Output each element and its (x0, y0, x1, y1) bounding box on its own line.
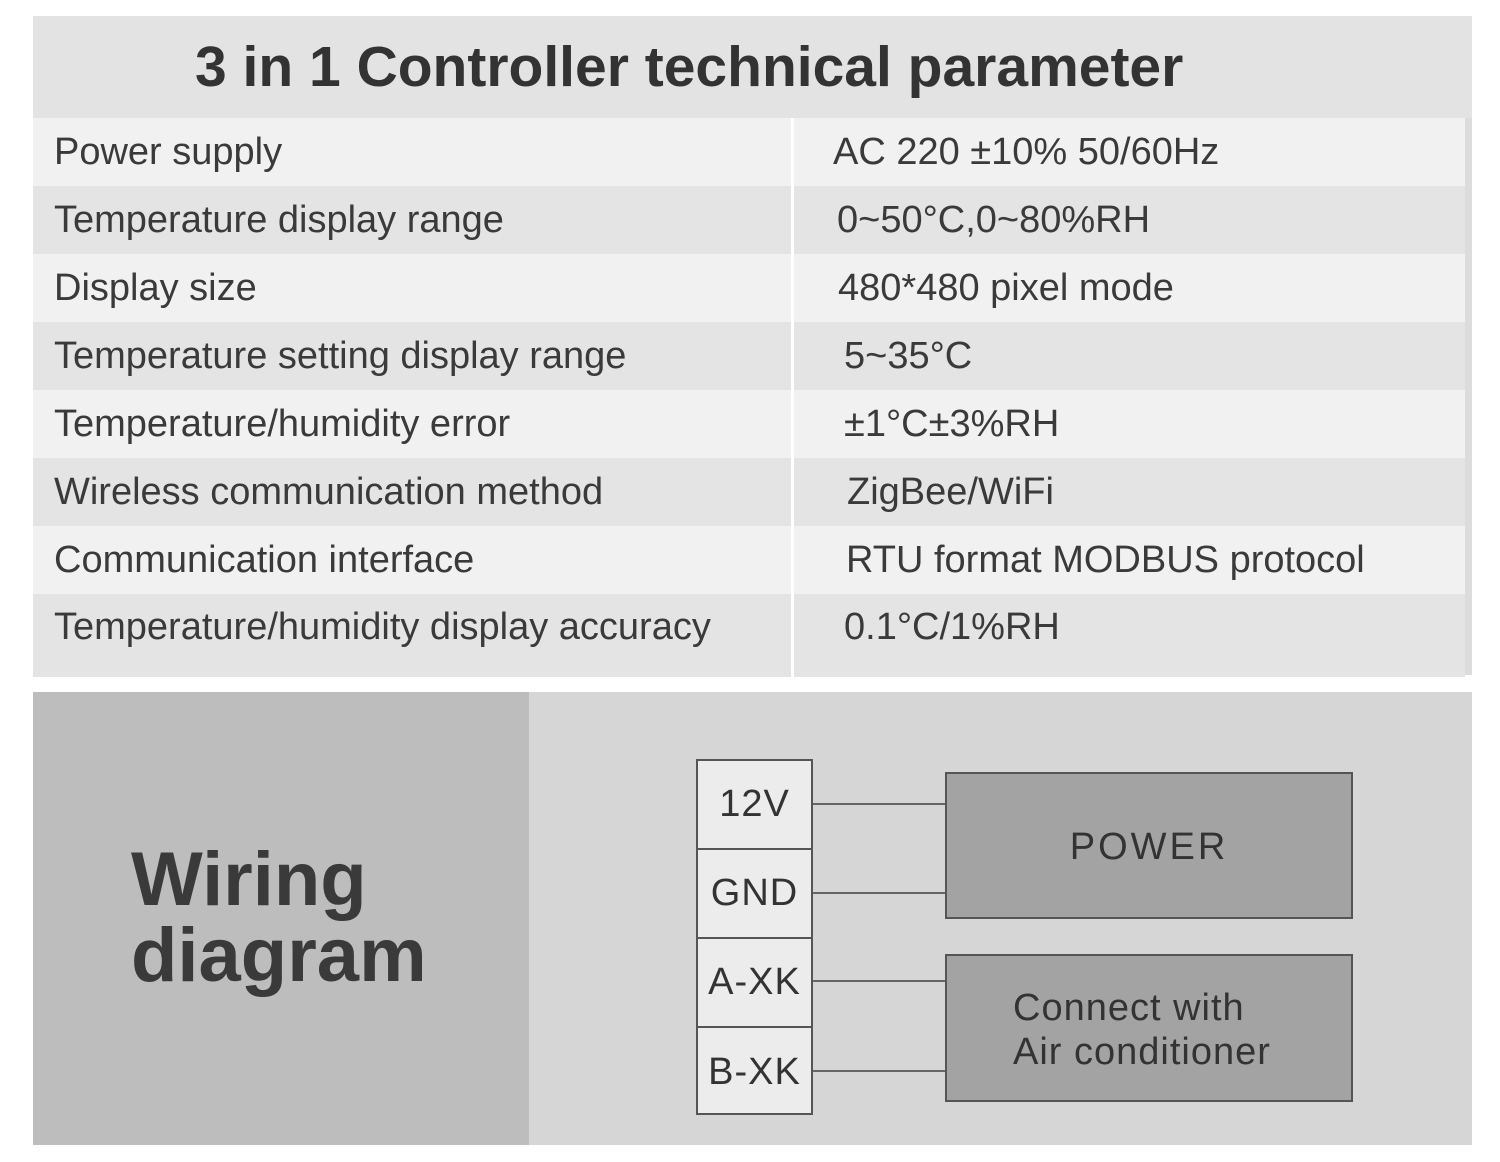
air-conditioner-label: Connect with Air conditioner (1013, 986, 1271, 1074)
air-conditioner-label-line1: Connect with (1013, 987, 1245, 1029)
spec-label: Temperature/humidity display accuracy (33, 594, 794, 677)
terminal-gnd: GND (698, 850, 811, 939)
spec-title: 3 in 1 Controller technical parameter (33, 16, 1472, 118)
spec-label: Communication interface (33, 526, 794, 594)
wiring-title-panel: Wiring diagram (33, 692, 529, 1145)
spec-label: Temperature setting display range (33, 322, 794, 390)
spec-value: ±1°C±3%RH (844, 402, 1060, 445)
spec-value: ZigBee/WiFi (847, 470, 1054, 513)
spec-label: Temperature display range (33, 186, 794, 254)
wiring-title: Wiring diagram (131, 842, 427, 994)
spec-panel: 3 in 1 Controller technical parameter Po… (33, 16, 1472, 677)
terminal-a-xk: A-XK (698, 939, 811, 1028)
spec-value: 0.1°C/1%RH (844, 606, 1060, 648)
air-conditioner-label-line2: Air conditioner (1013, 1031, 1271, 1073)
spec-label: Power supply (33, 118, 794, 186)
spec-value: 480*480 pixel mode (838, 266, 1174, 309)
terminal-12v: 12V (698, 761, 811, 850)
terminal-block: 12V GND A-XK B-XK (696, 759, 813, 1115)
spec-label: Display size (33, 254, 794, 322)
wiring-title-line1: Wiring (131, 837, 367, 922)
spec-label: Temperature/humidity error (33, 390, 794, 458)
terminal-b-xk: B-XK (708, 1051, 801, 1093)
spec-row: Display size 480*480 pixel mode (33, 254, 1465, 322)
spec-label: Wireless communication method (33, 458, 794, 526)
spec-row: Communication interface RTU format MODBU… (33, 526, 1465, 594)
spec-value: 0~50°C,0~80%RH (837, 198, 1151, 241)
wiring-panel: Wiring diagram 12V GND A-XK B-XK POWER C… (33, 692, 1472, 1145)
spec-value: 5~35°C (844, 334, 973, 377)
spec-row: Temperature display range 0~50°C,0~80%RH (33, 186, 1465, 254)
spec-value: RTU format MODBUS protocol (846, 538, 1365, 581)
spec-table: Power supply AC 220 ±10% 50/60Hz Tempera… (33, 118, 1465, 677)
wiring-title-line2: diagram (131, 913, 427, 998)
spec-row: Wireless communication method ZigBee/WiF… (33, 458, 1465, 526)
power-label: POWER (1069, 826, 1229, 868)
spec-row: Temperature/humidity error ±1°C±3%RH (33, 390, 1465, 458)
spec-row: Power supply AC 220 ±10% 50/60Hz (33, 118, 1465, 186)
spec-value: AC 220 ±10% 50/60Hz (833, 130, 1220, 173)
spec-row: Temperature setting display range 5~35°C (33, 322, 1465, 390)
spec-row: Temperature/humidity display accuracy 0.… (33, 594, 1465, 677)
air-conditioner-box: Connect with Air conditioner (945, 954, 1353, 1102)
power-box: POWER (945, 772, 1353, 919)
